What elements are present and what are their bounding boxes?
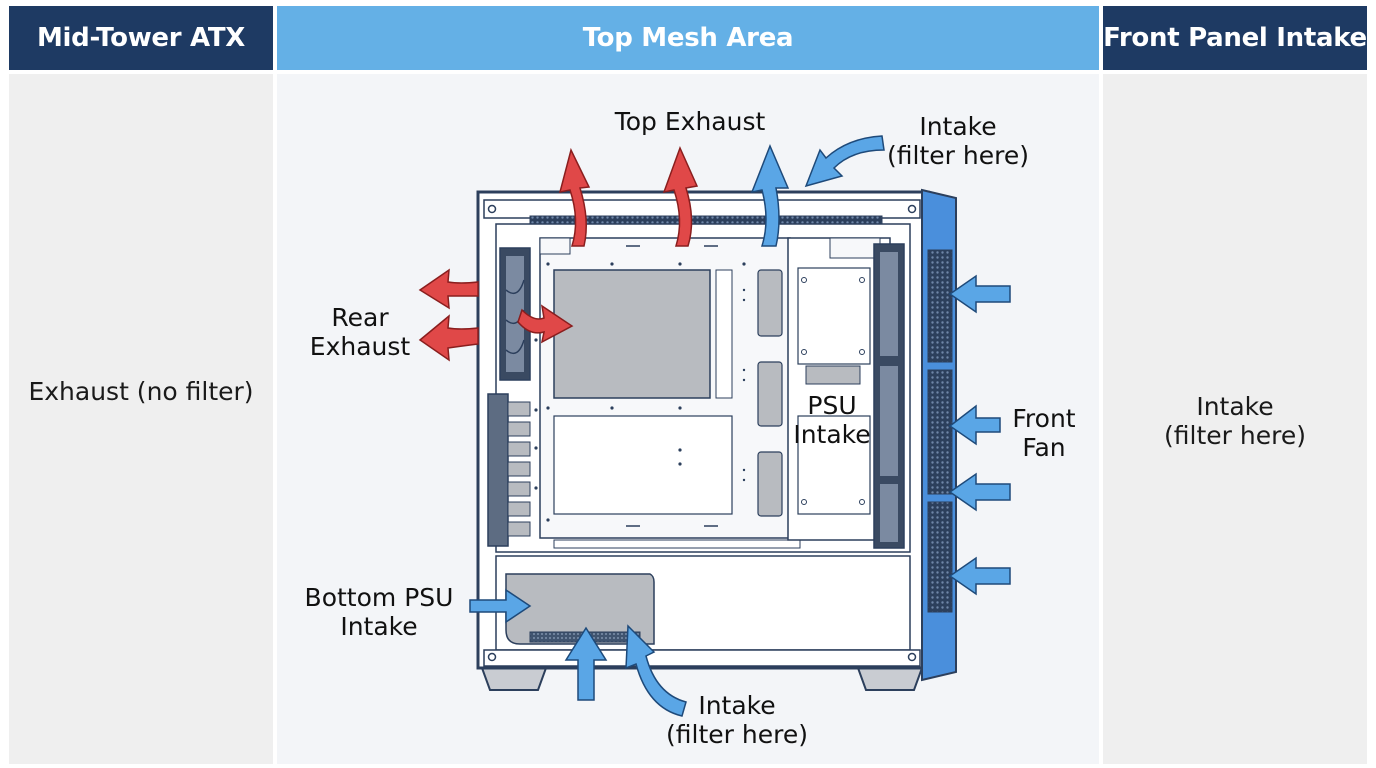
front-intake-arrows [948,274,1011,596]
header-mid-tower-atx: Mid-Tower ATX [9,6,273,70]
label-rear-exhaust-2: Exhaust [310,332,411,361]
case-feet [480,667,924,691]
motherboard-tray [534,237,801,549]
right-panel-line2: (filter here) [1164,421,1306,450]
label-top-intake-2: (filter here) [887,141,1029,170]
right-panel-line1: Intake [1196,392,1274,421]
label-front-fan-1: Front [1012,404,1075,433]
label-psu-intake-1: PSU [807,391,856,420]
label-front-fan-2: Fan [1022,433,1065,462]
label-rear-exhaust-1: Rear [331,303,389,332]
top-intake-arrows [750,135,885,247]
header-front-panel-intake: Front Panel Intake [1103,6,1367,70]
label-bottom-intake-1: Intake [698,691,775,720]
front-panel [921,188,957,682]
right-panel-text: Intake (filter here) [1090,392,1376,450]
label-bottom-psu-2: Intake [340,612,417,641]
right-panel [1103,74,1367,764]
bottom-intake-arrows [469,588,687,717]
label-top-intake-1: Intake [919,112,996,141]
diagram-labels: Top Exhaust Intake (filter here) Rear Ex… [305,107,1076,749]
drive-cage [787,237,891,541]
label-psu-intake-2: Intake [793,420,870,449]
label-bottom-intake-2: (filter here) [666,720,808,749]
expansion-slots [487,393,531,547]
rear-exhaust-arrows [418,268,574,362]
top-exhaust-arrows [558,146,699,247]
left-panel [9,74,273,764]
front-fans [873,243,905,549]
label-bottom-psu-1: Bottom PSU [305,583,454,612]
header-top-mesh-area: Top Mesh Area [277,6,1099,70]
label-top-exhaust: Top Exhaust [614,107,766,136]
left-panel-text: Exhaust (no filter) [28,377,254,406]
